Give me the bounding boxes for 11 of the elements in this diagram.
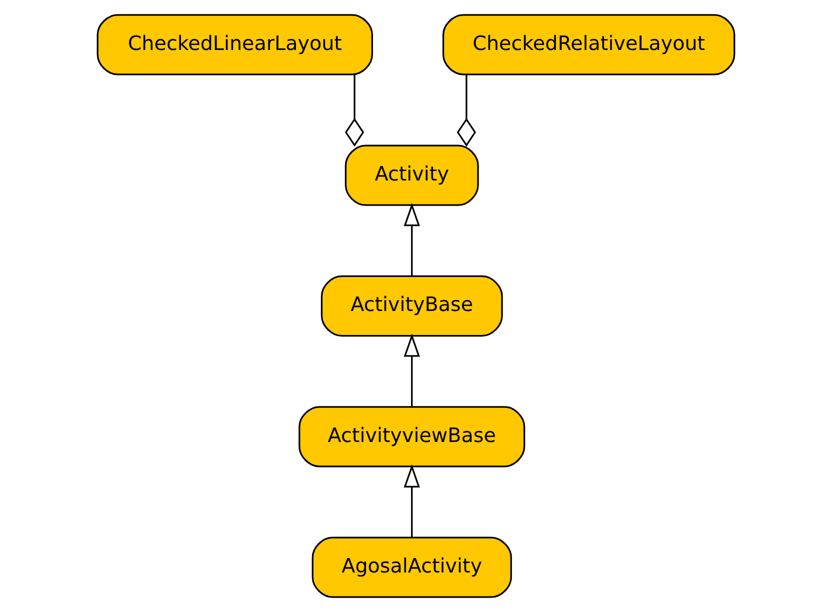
node-box: AgosalActivity xyxy=(312,536,512,598)
connector xyxy=(344,74,364,147)
node-box: ActivityviewBase xyxy=(298,406,526,468)
node-box: Activity xyxy=(344,144,479,206)
arrow xyxy=(404,334,420,406)
arrow xyxy=(404,202,420,276)
connector xyxy=(456,74,476,147)
node-box: CheckedRelativeLayout xyxy=(442,14,736,76)
arrow xyxy=(404,464,420,538)
node-box: ActivityBase xyxy=(320,275,503,337)
node-box: CheckedLinearLayout xyxy=(96,14,373,76)
